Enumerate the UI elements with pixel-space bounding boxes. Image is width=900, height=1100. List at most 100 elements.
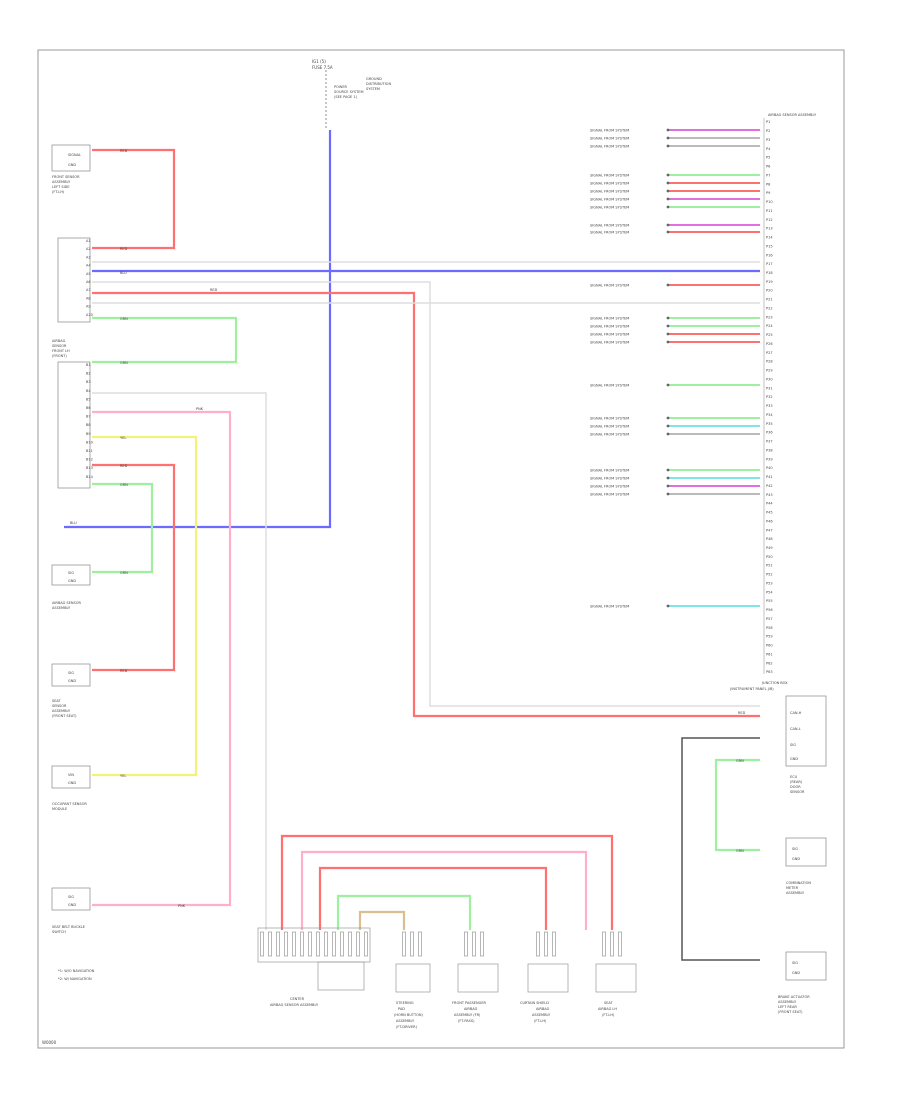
- signal-row-dot: [666, 173, 670, 177]
- signal-row-label: SIGNAL FROM SYSTEM: [590, 425, 629, 429]
- fuse-desc-2: SOURCE SYSTEM: [334, 90, 364, 94]
- module-pin-label: P28: [766, 360, 773, 364]
- footer-code: W0000: [42, 1040, 57, 1045]
- module-pin-label: P10: [766, 200, 773, 204]
- signal-row-dot: [666, 128, 670, 132]
- signal-row-dot: [666, 316, 670, 320]
- signal-row-label: SIGNAL FROM SYSTEM: [590, 284, 629, 288]
- module-pin-label: P35: [766, 422, 773, 426]
- wire-labels: RED RED BLU RED GRN GRN PNK YEL RED GRN …: [70, 149, 746, 908]
- signal-row-dot: [666, 432, 670, 436]
- svg-text:SWITCH: SWITCH: [52, 930, 66, 934]
- module-pin-label: P49: [766, 546, 773, 550]
- module-pin-label: P13: [766, 227, 773, 231]
- wire-red-bottom-2: [318, 866, 548, 930]
- label-green-6: GRN: [736, 849, 744, 853]
- label-green-1: GRN: [120, 317, 128, 321]
- connector-pin: [292, 931, 296, 957]
- module-pin-label: P58: [766, 626, 773, 630]
- wire-pink-drop: [92, 410, 232, 907]
- module-pin-label: P1: [766, 120, 770, 124]
- module-pin-label: P59: [766, 635, 773, 639]
- module-pin-label: P57: [766, 617, 773, 621]
- signal-row-dot: [666, 416, 670, 420]
- signal-row-dot: [666, 197, 670, 201]
- connector-pin-label: B3: [86, 380, 91, 384]
- junction-box: [785, 695, 827, 767]
- label-red-1: RED: [120, 149, 128, 153]
- module-pin-label: P54: [766, 590, 773, 594]
- module-pin-label: P30: [766, 377, 773, 381]
- connector-pin-label: B14: [86, 475, 94, 479]
- label-blue-2: BLU: [70, 521, 77, 525]
- module-pin-label: P32: [766, 395, 773, 399]
- connector-pin-label: B9: [86, 432, 91, 436]
- module-pin-label: P12: [766, 218, 773, 222]
- connector-pin-label: B7: [86, 415, 91, 419]
- module-pin-label: P11: [766, 209, 773, 213]
- connector-pin: [602, 931, 606, 957]
- svg-text:(FT-LH): (FT-LH): [534, 1019, 547, 1023]
- center-airbag-connector: [257, 927, 371, 963]
- airbag-sensor-assembly: SIG GND AIRBAG SENSOR ASSEMBLY: [51, 564, 91, 610]
- connector-pin: [610, 931, 614, 957]
- svg-text:ASSEMBLY: ASSEMBLY: [778, 1000, 797, 1004]
- brake-actuator-box: [785, 951, 827, 981]
- svg-text:GND: GND: [68, 579, 76, 583]
- connector-pin: [276, 931, 280, 957]
- connector-pin: [544, 931, 548, 957]
- left-connector-pins: A1A2A3A4A5A6A7A8A9A10B1B2B3B4B5B6B7B8B9B…: [86, 239, 94, 479]
- module-pin-label: P37: [766, 440, 773, 444]
- wire-black-right: [681, 737, 760, 961]
- connector-pin: [284, 931, 288, 957]
- wire-green-1: [92, 316, 238, 364]
- seat-airbag-box: [595, 963, 637, 993]
- svg-text:PAD: PAD: [398, 1007, 405, 1011]
- label-green-4: GRN: [120, 571, 128, 575]
- svg-text:STEERING: STEERING: [396, 1001, 414, 1005]
- signal-row-label: SIGNAL FROM SYSTEM: [590, 137, 629, 141]
- connector-pin-label: A2: [86, 247, 91, 251]
- signal-row-dot: [666, 189, 670, 193]
- svg-text:ECU: ECU: [790, 775, 798, 779]
- svg-text:SEAT: SEAT: [604, 1001, 614, 1005]
- signal-row-label: SIGNAL FROM SYSTEM: [590, 605, 629, 609]
- svg-text:CURTAIN SHIELD: CURTAIN SHIELD: [520, 1001, 549, 1005]
- module-pin-label: P14: [766, 236, 773, 240]
- occupant-sensor: VIN GND OCCUPANT SENSOR MODULE: [51, 765, 91, 811]
- wire-red-top: [92, 148, 176, 250]
- right-module-title: AIRBAG SENSOR ASSEMBLY: [768, 113, 817, 117]
- ground-desc-1: GROUND: [366, 77, 382, 81]
- signal-row-label: SIGNAL FROM SYSTEM: [590, 182, 629, 186]
- signal-row-dot: [666, 424, 670, 428]
- svg-text:SIG: SIG: [792, 961, 798, 965]
- signal-row-dot: [666, 223, 670, 227]
- connector-left-1: [57, 237, 91, 323]
- diagram-frame: [37, 49, 845, 1049]
- module-pin-label: P9: [766, 191, 770, 195]
- label-red-3: RED: [210, 288, 218, 292]
- module-pin-label: P25: [766, 333, 773, 337]
- svg-text:AIRBAG SENSOR ASSEMBLY: AIRBAG SENSOR ASSEMBLY: [270, 1003, 319, 1007]
- signal-row-label: SIGNAL FROM SYSTEM: [590, 224, 629, 228]
- bottom-components: CENTER AIRBAG SENSOR ASSEMBLY STEERING P…: [257, 927, 637, 1029]
- signal-row-dot: [666, 205, 670, 209]
- connector-pin-label: B10: [86, 440, 93, 444]
- wire-brown-bottom: [358, 910, 406, 930]
- svg-text:ASSEMBLY: ASSEMBLY: [52, 180, 71, 184]
- signal-row-label: SIGNAL FROM SYSTEM: [590, 325, 629, 329]
- svg-text:AIRBAG: AIRBAG: [52, 339, 66, 343]
- signal-row-label: SIGNAL FROM SYSTEM: [590, 174, 629, 178]
- wire-green-right: [714, 758, 760, 852]
- wire-green-2: [92, 482, 154, 574]
- airbag-sensor-front-lh: AIRBAG SENSOR FRONT LH (FRONT): [52, 339, 70, 358]
- right-lower: JUNCTION BOX (INSTRUMENT PANEL J/B) CAN-…: [730, 681, 827, 1014]
- svg-text:SENSOR: SENSOR: [52, 704, 67, 708]
- module-pin-label: P17: [766, 262, 773, 266]
- connector-pin: [268, 931, 272, 957]
- label-red-2: RED: [120, 247, 128, 251]
- connector-pin: [300, 931, 304, 957]
- svg-text:MODULE: MODULE: [52, 807, 67, 811]
- svg-text:(FRONT SEAT): (FRONT SEAT): [52, 714, 77, 718]
- svg-text:BRAKE ACTUATOR: BRAKE ACTUATOR: [778, 995, 810, 999]
